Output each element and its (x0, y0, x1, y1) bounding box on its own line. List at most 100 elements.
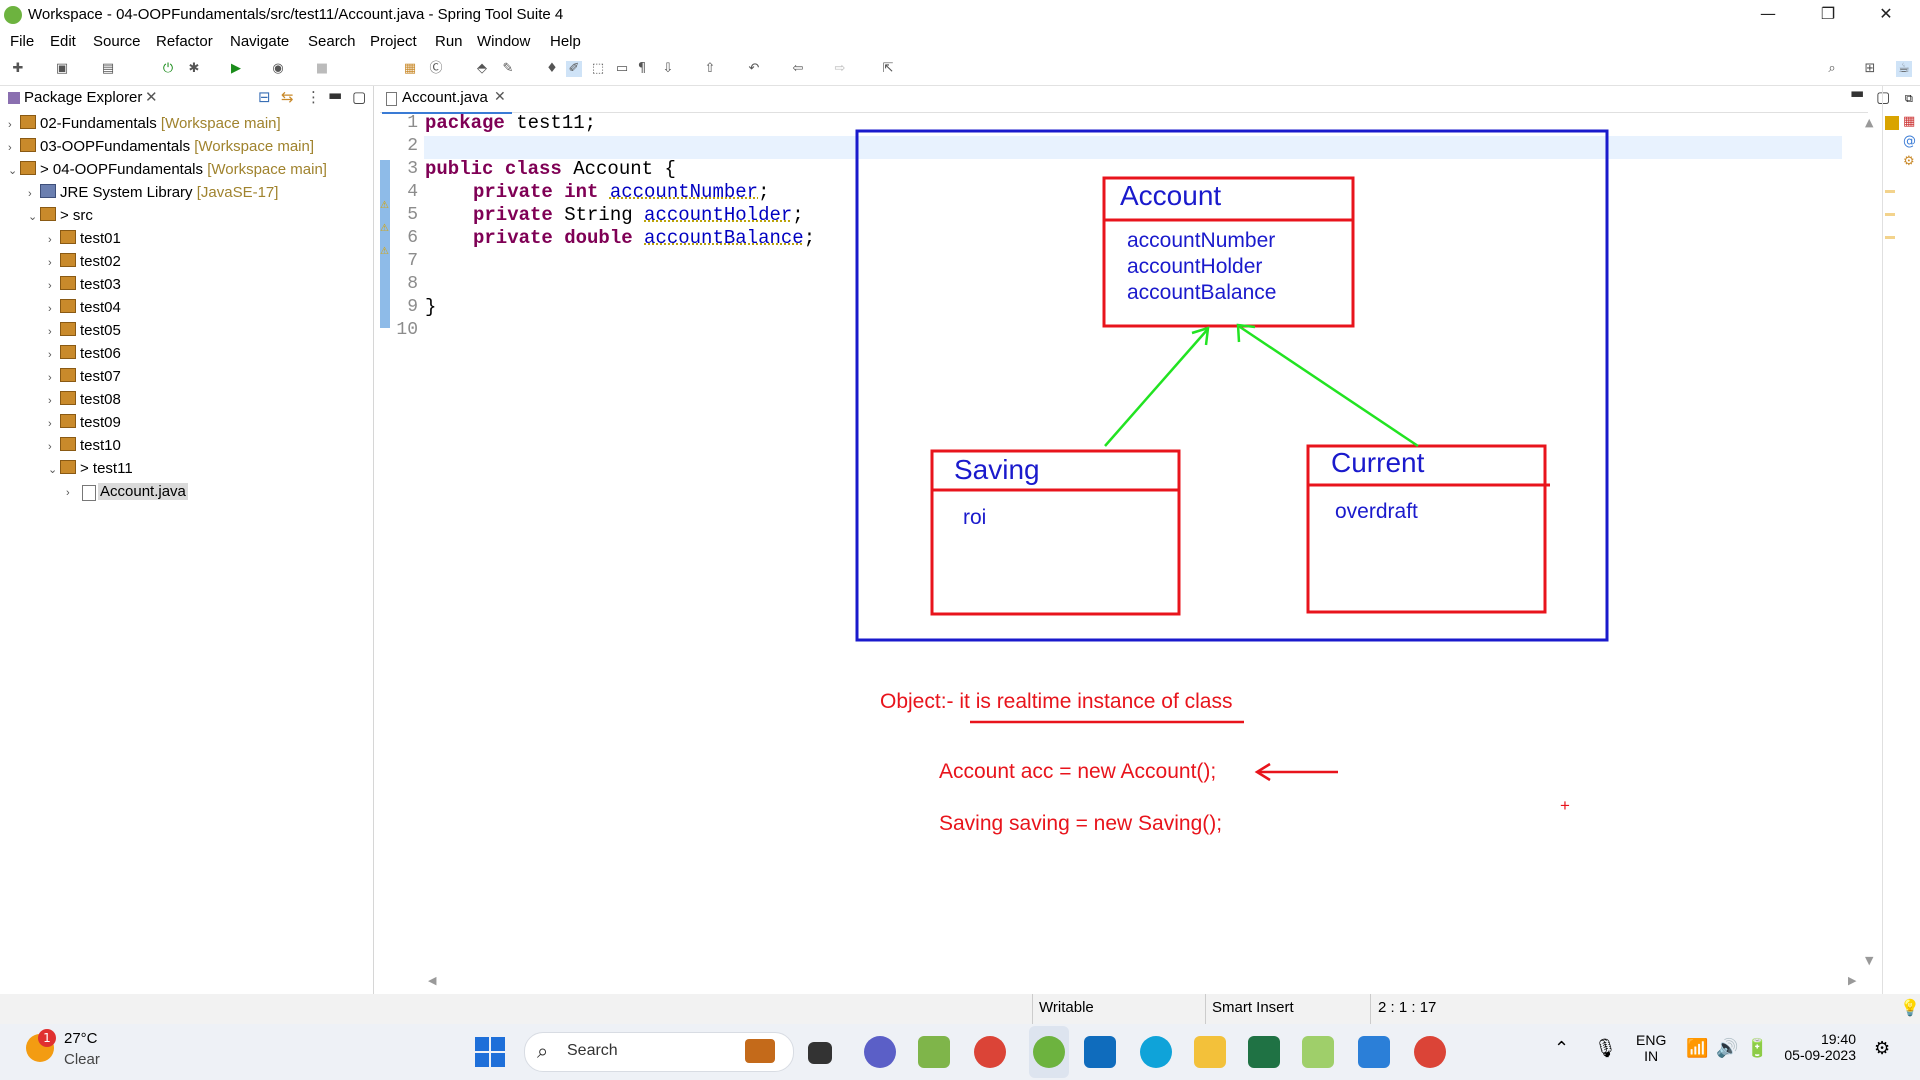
chevron-down-icon[interactable]: ⌄ (28, 211, 38, 223)
restore-icon[interactable]: ⧉ (1905, 92, 1913, 105)
tree-src-folder[interactable]: ⌄> src (28, 205, 93, 227)
chevron-right-icon[interactable]: › (48, 418, 52, 430)
volume-icon[interactable]: 🔊 (1716, 1038, 1739, 1059)
chevron-right-icon[interactable]: › (48, 395, 52, 407)
chevron-right-icon[interactable]: › (48, 372, 52, 384)
chevron-right-icon[interactable]: › (48, 257, 52, 269)
sts-tool-icon[interactable] (1302, 1036, 1334, 1068)
tree-project-04[interactable]: ⌄> 04-OOPFundamentals [Workspace main] (8, 159, 327, 181)
link-editor-icon[interactable]: ⇆ (281, 88, 294, 106)
tree-package[interactable]: ›test03 (48, 274, 121, 296)
menu-file[interactable]: File (10, 33, 35, 50)
tree-package[interactable]: ›test05 (48, 320, 121, 342)
start-button[interactable] (474, 1036, 506, 1068)
debug-icon[interactable]: ✱ (188, 61, 200, 76)
code-line-3[interactable]: public class Account { (425, 158, 676, 180)
search-task-icon[interactable]: ✎ (502, 61, 514, 76)
annotation-marker[interactable] (1885, 190, 1895, 193)
new-icon[interactable]: ✚ (12, 61, 24, 76)
forward-icon[interactable]: ⇨ (834, 61, 846, 76)
code-line-6[interactable]: private double accountBalance; (473, 227, 815, 249)
coverage-icon[interactable]: ◉ (272, 61, 284, 76)
microphone-icon[interactable]: 🎙 (1594, 1038, 1617, 1059)
scroll-down-icon[interactable]: ▼ (1865, 954, 1874, 967)
warning-icon[interactable]: ⚠ (380, 246, 389, 257)
wifi-icon[interactable]: 📶 (1686, 1038, 1709, 1059)
chevron-right-icon[interactable]: › (8, 142, 12, 154)
chevron-up-icon[interactable]: ⌃ (1554, 1038, 1570, 1059)
menu-edit[interactable]: Edit (50, 33, 76, 50)
highlight-icon[interactable]: ♦ (546, 61, 558, 76)
whiteboard-app-icon[interactable] (1358, 1036, 1390, 1068)
code-line-9[interactable]: } (425, 296, 437, 318)
tree-project-02[interactable]: ›02-Fundamentals [Workspace main] (8, 113, 281, 135)
tree-package-test11[interactable]: ⌄> test11 (48, 458, 133, 480)
minimize-button[interactable]: — (1760, 4, 1776, 23)
chrome-icon[interactable] (974, 1036, 1006, 1068)
edge-icon[interactable] (1140, 1036, 1172, 1068)
notification-icon[interactable]: ⚙ (1874, 1038, 1891, 1059)
at-icon[interactable]: @ (1903, 134, 1916, 149)
scroll-up-icon[interactable]: ▲ (1865, 116, 1874, 129)
close-button[interactable]: ✕ (1879, 4, 1893, 23)
new-package-icon[interactable]: ▦ (403, 61, 417, 76)
annotation-marker[interactable] (1885, 236, 1895, 239)
chevron-right-icon[interactable]: › (66, 487, 70, 499)
tree-jre-library[interactable]: ›JRE System Library [JavaSE-17] (28, 182, 278, 204)
collapse-all-icon[interactable]: ⊟ (258, 88, 271, 106)
code-line-5[interactable]: private String accountHolder; (473, 204, 804, 226)
tab-account-java[interactable]: Account.java ✕ (382, 86, 512, 114)
menu-source[interactable]: Source (93, 33, 141, 50)
task-icon[interactable]: ⚙ (1903, 154, 1915, 169)
warning-icon[interactable]: ⚠ (380, 200, 389, 211)
chevron-right-icon[interactable]: › (48, 234, 52, 246)
sts-secondary-icon[interactable] (918, 1036, 950, 1068)
chevron-right-icon[interactable]: › (28, 188, 32, 200)
search-icon[interactable]: ⌕ (1828, 61, 1836, 76)
tree-package[interactable]: ›test01 (48, 228, 121, 250)
menu-project[interactable]: Project (370, 33, 417, 50)
word-wrap-icon[interactable]: ▭ (615, 61, 629, 76)
tree-package[interactable]: ›test08 (48, 389, 121, 411)
menu-run[interactable]: Run (435, 33, 463, 50)
tree-file-account[interactable]: ›Account.java (66, 481, 188, 503)
task-view-icon[interactable] (808, 1042, 832, 1064)
maximize-editor-icon[interactable]: ▢ (1876, 88, 1891, 106)
chevron-right-icon[interactable]: › (48, 349, 52, 361)
boot-dashboard-icon[interactable]: ⏻ (162, 61, 174, 76)
close-icon[interactable]: ✕ (494, 89, 506, 105)
tree-package[interactable]: ›test06 (48, 343, 121, 365)
scroll-left-icon[interactable]: ◀ (428, 974, 437, 987)
menu-window[interactable]: Window (477, 33, 531, 50)
new-class-icon[interactable]: Ⓒ (429, 61, 443, 76)
weather-desc[interactable]: Clear (64, 1051, 100, 1068)
spring-tool-suite-icon[interactable] (1033, 1036, 1065, 1068)
maximize-view-icon[interactable]: ▢ (352, 88, 367, 106)
language-indicator[interactable]: ENG IN (1636, 1032, 1666, 1064)
chevron-down-icon[interactable]: ⌄ (8, 165, 18, 177)
outline-icon[interactable]: ▦ (1903, 114, 1916, 129)
prev-annotation-icon[interactable]: ⇧ (704, 61, 716, 76)
pin-editor-icon[interactable]: ⇱ (882, 61, 894, 76)
block-select-icon[interactable]: ⬚ (591, 61, 605, 76)
terminal-icon[interactable]: ▤ (101, 61, 115, 76)
tree-project-03[interactable]: ›03-OOPFundamentals [Workspace main] (8, 136, 314, 158)
close-icon[interactable]: ✕ (145, 88, 158, 106)
run-icon[interactable]: ▶ (231, 61, 241, 76)
weather-temp[interactable]: 27°C (64, 1030, 98, 1047)
annotation-marker[interactable] (1885, 213, 1895, 216)
scroll-right-icon[interactable]: ▶ (1848, 974, 1857, 987)
chevron-down-icon[interactable]: ⌄ (48, 464, 58, 476)
tree-package[interactable]: ›test02 (48, 251, 121, 273)
tree-package[interactable]: ›test07 (48, 366, 121, 388)
open-perspective-icon[interactable]: ⊞ (1864, 61, 1876, 76)
menu-help[interactable]: Help (550, 33, 581, 50)
battery-icon[interactable]: 🔋 (1746, 1038, 1769, 1059)
lightbulb-icon[interactable]: 💡 (1900, 998, 1920, 1017)
package-explorer-tab[interactable]: Package Explorer ✕ ⊟ ⇆ ⋮ ▬ ▢ (0, 86, 373, 112)
chevron-right-icon[interactable]: › (48, 326, 52, 338)
menu-search[interactable]: Search (308, 33, 356, 50)
file-explorer-icon[interactable] (1194, 1036, 1226, 1068)
tree-package[interactable]: ›test04 (48, 297, 121, 319)
tree-package[interactable]: ›test09 (48, 412, 121, 434)
